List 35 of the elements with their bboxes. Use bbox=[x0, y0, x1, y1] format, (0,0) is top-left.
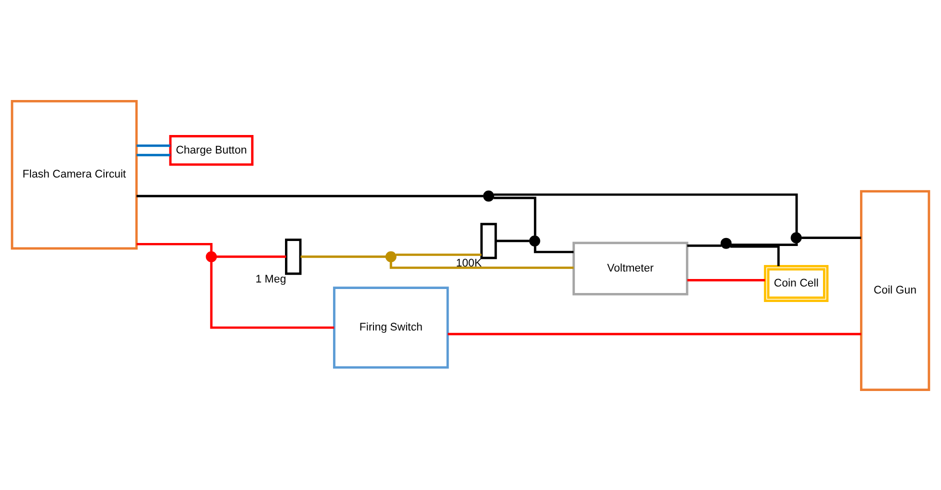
connector bbox=[802, 236, 862, 238]
connector bbox=[136, 144, 170, 146]
connector bbox=[731, 242, 798, 246]
connector bbox=[136, 242, 213, 252]
node-box: Charge Button bbox=[169, 134, 254, 166]
connector bbox=[210, 262, 334, 328]
connector bbox=[396, 253, 482, 256]
connector bbox=[390, 261, 574, 268]
node-box: Coil Gun bbox=[860, 190, 930, 391]
node-box: Voltmeter bbox=[572, 241, 688, 295]
connector bbox=[216, 255, 286, 258]
node-circle bbox=[206, 250, 217, 262]
node-circle bbox=[385, 250, 396, 262]
connector bbox=[496, 239, 530, 242]
node-box: Flash Camera Circuit bbox=[10, 99, 138, 250]
node-box: Firing Switch bbox=[333, 286, 449, 368]
node-circle bbox=[790, 232, 802, 243]
connector bbox=[136, 153, 170, 156]
node-box: Coin Cell bbox=[764, 264, 829, 302]
node-label: 100K bbox=[456, 257, 482, 270]
connector bbox=[494, 196, 536, 236]
node-box bbox=[285, 238, 302, 274]
node-circle bbox=[720, 237, 732, 248]
connector bbox=[448, 332, 862, 335]
node-label: 1 Meg bbox=[256, 272, 286, 285]
connector bbox=[494, 192, 798, 232]
connector bbox=[136, 194, 484, 197]
connector bbox=[730, 244, 780, 266]
connector bbox=[687, 278, 766, 281]
connector bbox=[300, 255, 386, 258]
node-circle bbox=[483, 190, 494, 202]
node-box bbox=[480, 222, 497, 259]
node-circle bbox=[529, 234, 540, 246]
connector bbox=[687, 244, 722, 246]
connector bbox=[534, 246, 574, 253]
